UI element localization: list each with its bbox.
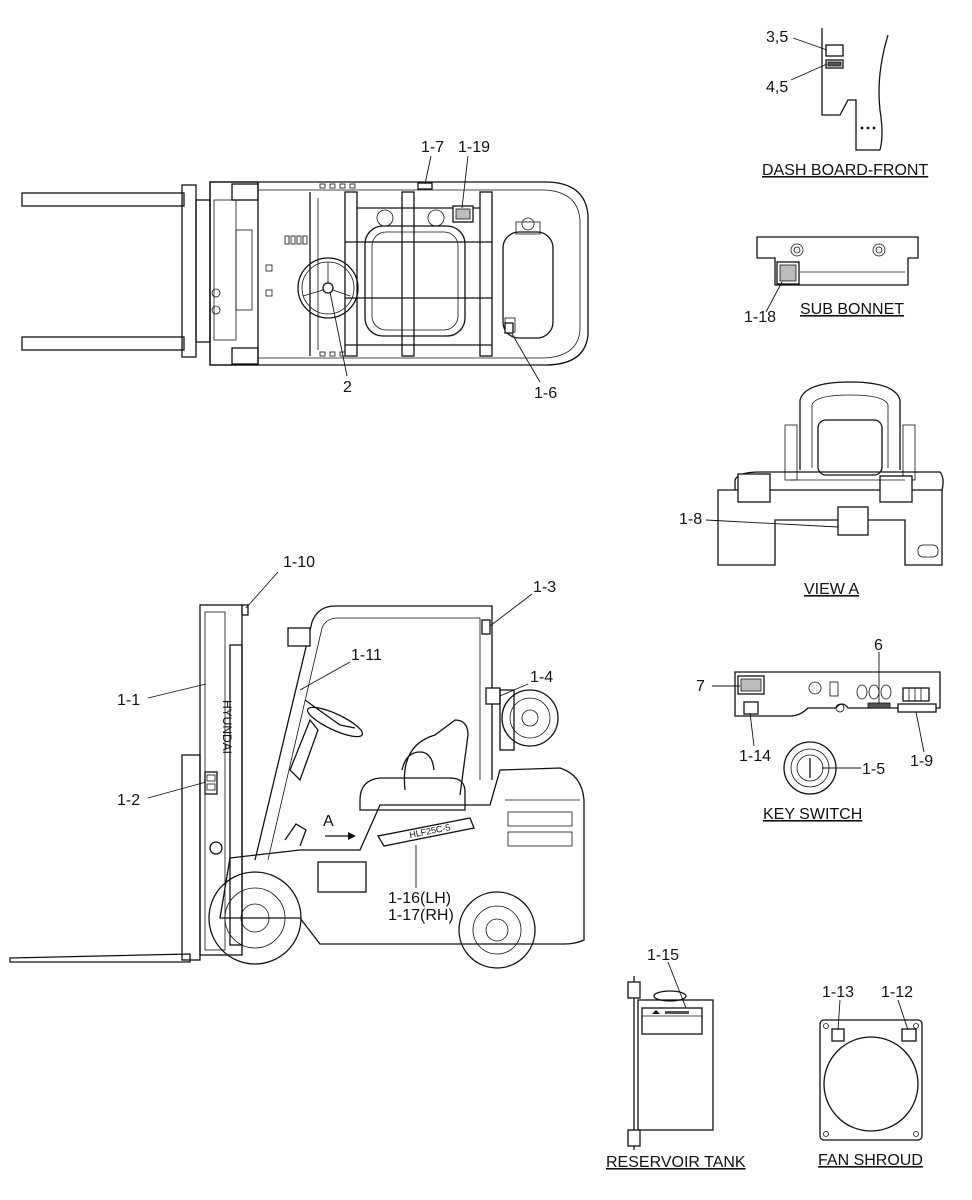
callout-1-11: 1-11 xyxy=(351,647,382,664)
leader-1-8 xyxy=(705,519,839,528)
callout-1-16: 1-16(LH) xyxy=(388,890,451,907)
callout-1-19: 1-19 xyxy=(458,139,490,156)
callout-1-2: 1-2 xyxy=(117,792,140,809)
fan-shroud-view xyxy=(819,1019,923,1141)
callout-1-13: 1-13 xyxy=(822,984,854,1001)
sub-bonnet-view xyxy=(756,236,919,286)
leader-1-18 xyxy=(765,281,783,313)
leader-1-10 xyxy=(245,571,279,609)
leader-3-5 xyxy=(792,37,828,51)
leader-1-19 xyxy=(461,155,469,209)
callout-1-15: 1-15 xyxy=(647,947,679,964)
title-view-a: VIEW A xyxy=(804,581,859,598)
leader-4-5 xyxy=(790,63,828,81)
callout-1-14: 1-14 xyxy=(739,748,771,765)
forklift-side-view: HLF25C-5 xyxy=(9,604,585,969)
callout-7: 7 xyxy=(696,678,705,695)
leader-1-1 xyxy=(147,683,207,699)
title-sub-bonnet: SUB BONNET xyxy=(800,301,904,318)
leader-1-11 xyxy=(299,661,351,691)
key-switch-view xyxy=(734,671,941,795)
leader-1-3 xyxy=(489,593,533,627)
callout-1-1: 1-1 xyxy=(117,692,140,709)
callout-4-5: 4,5 xyxy=(766,79,788,96)
leader-2 xyxy=(329,291,348,377)
leader-1-7 xyxy=(424,155,432,185)
mast-brand-text: HYUNDAI xyxy=(220,700,234,754)
callout-1-5: 1-5 xyxy=(862,761,885,778)
leader-1-15 xyxy=(667,961,687,1009)
title-dash-board-front: DASH BOARD-FRONT xyxy=(762,162,928,179)
callout-1-17: 1-17(RH) xyxy=(388,907,454,924)
leader-1-6 xyxy=(511,333,541,383)
title-fan-shroud: FAN SHROUD xyxy=(818,1152,923,1169)
leader-1-9 xyxy=(915,711,925,753)
callout-1-12: 1-12 xyxy=(881,984,913,1001)
callout-3-5: 3,5 xyxy=(766,29,788,46)
callout-1-10: 1-10 xyxy=(283,554,315,571)
callout-a: A xyxy=(323,813,334,830)
title-reservoir-tank: RESERVOIR TANK xyxy=(606,1154,746,1171)
title-key-switch: KEY SWITCH xyxy=(763,806,862,823)
dash-board-front-view xyxy=(821,28,889,151)
view-a-rear-view xyxy=(717,381,944,566)
callout-6: 6 xyxy=(874,637,883,654)
callout-1-7: 1-7 xyxy=(421,139,444,156)
callout-1-4: 1-4 xyxy=(530,669,553,686)
leader-1-14 xyxy=(749,712,755,747)
forklift-top-view xyxy=(21,181,589,366)
callout-1-8: 1-8 xyxy=(679,511,702,528)
callout-1-3: 1-3 xyxy=(533,579,556,596)
leader-1-2 xyxy=(147,781,207,799)
callout-1-6: 1-6 xyxy=(534,385,557,402)
reservoir-tank-view xyxy=(627,976,714,1150)
callout-2: 2 xyxy=(343,379,352,396)
leader-1-4 xyxy=(499,683,529,697)
callout-1-9: 1-9 xyxy=(910,753,933,770)
leader-1-12 xyxy=(897,999,909,1031)
leader-1-13 xyxy=(837,999,841,1031)
callout-1-18: 1-18 xyxy=(744,309,776,326)
